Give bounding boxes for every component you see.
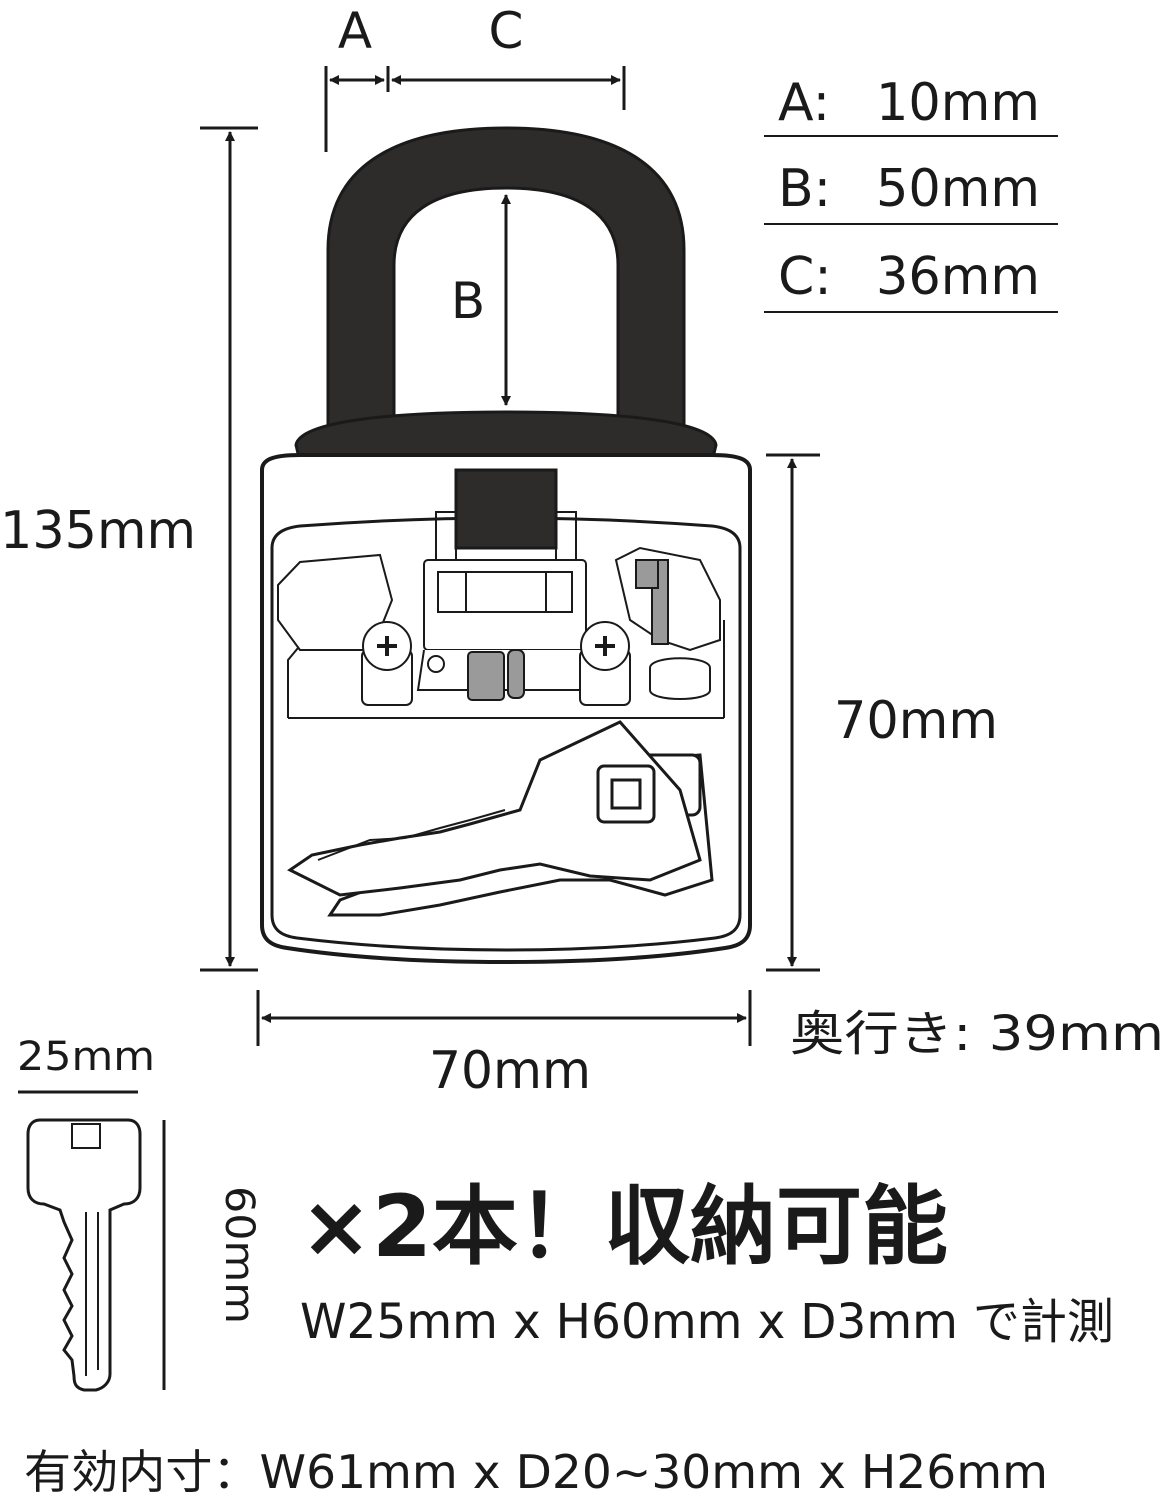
spec-key-a: A: — [778, 73, 830, 133]
dimension-lines — [200, 66, 820, 1046]
lock-mechanism — [277, 546, 721, 706]
inner-size-spec: 有効内寸：W61mm x D20~30mm x H26mm — [24, 1445, 1048, 1499]
spec-value-b: 50mm — [876, 159, 1040, 219]
dim-height-total: 135mm — [0, 501, 196, 561]
dim-label-a: A — [338, 2, 372, 60]
spec-table: A: 10mm B: 50mm C: 36mm — [764, 73, 1058, 313]
stored-keys — [287, 720, 714, 917]
dim-height-body: 70mm — [834, 691, 998, 751]
spec-key-c: C: — [778, 247, 832, 307]
key-width-label: 25mm — [17, 1034, 155, 1080]
dim-label-c: C — [489, 2, 524, 60]
spec-value-c: 36mm — [876, 247, 1040, 307]
dim-label-b: B — [451, 272, 485, 330]
spec-value-a: 10mm — [876, 73, 1040, 133]
dim-depth: 奥行き: 39mm — [790, 1006, 1164, 1062]
capacity-headline: ×2本！収納可能 — [300, 1177, 948, 1277]
spec-key-b: B: — [778, 159, 831, 219]
shackle — [326, 126, 686, 442]
key-illustration: 25mm 60mm — [17, 1034, 262, 1392]
key-height-label: 60mm — [216, 1186, 262, 1324]
dim-width-body: 70mm — [429, 1041, 591, 1101]
measure-note: W25mm x H60mm x D3mm で計測 — [300, 1294, 1114, 1350]
